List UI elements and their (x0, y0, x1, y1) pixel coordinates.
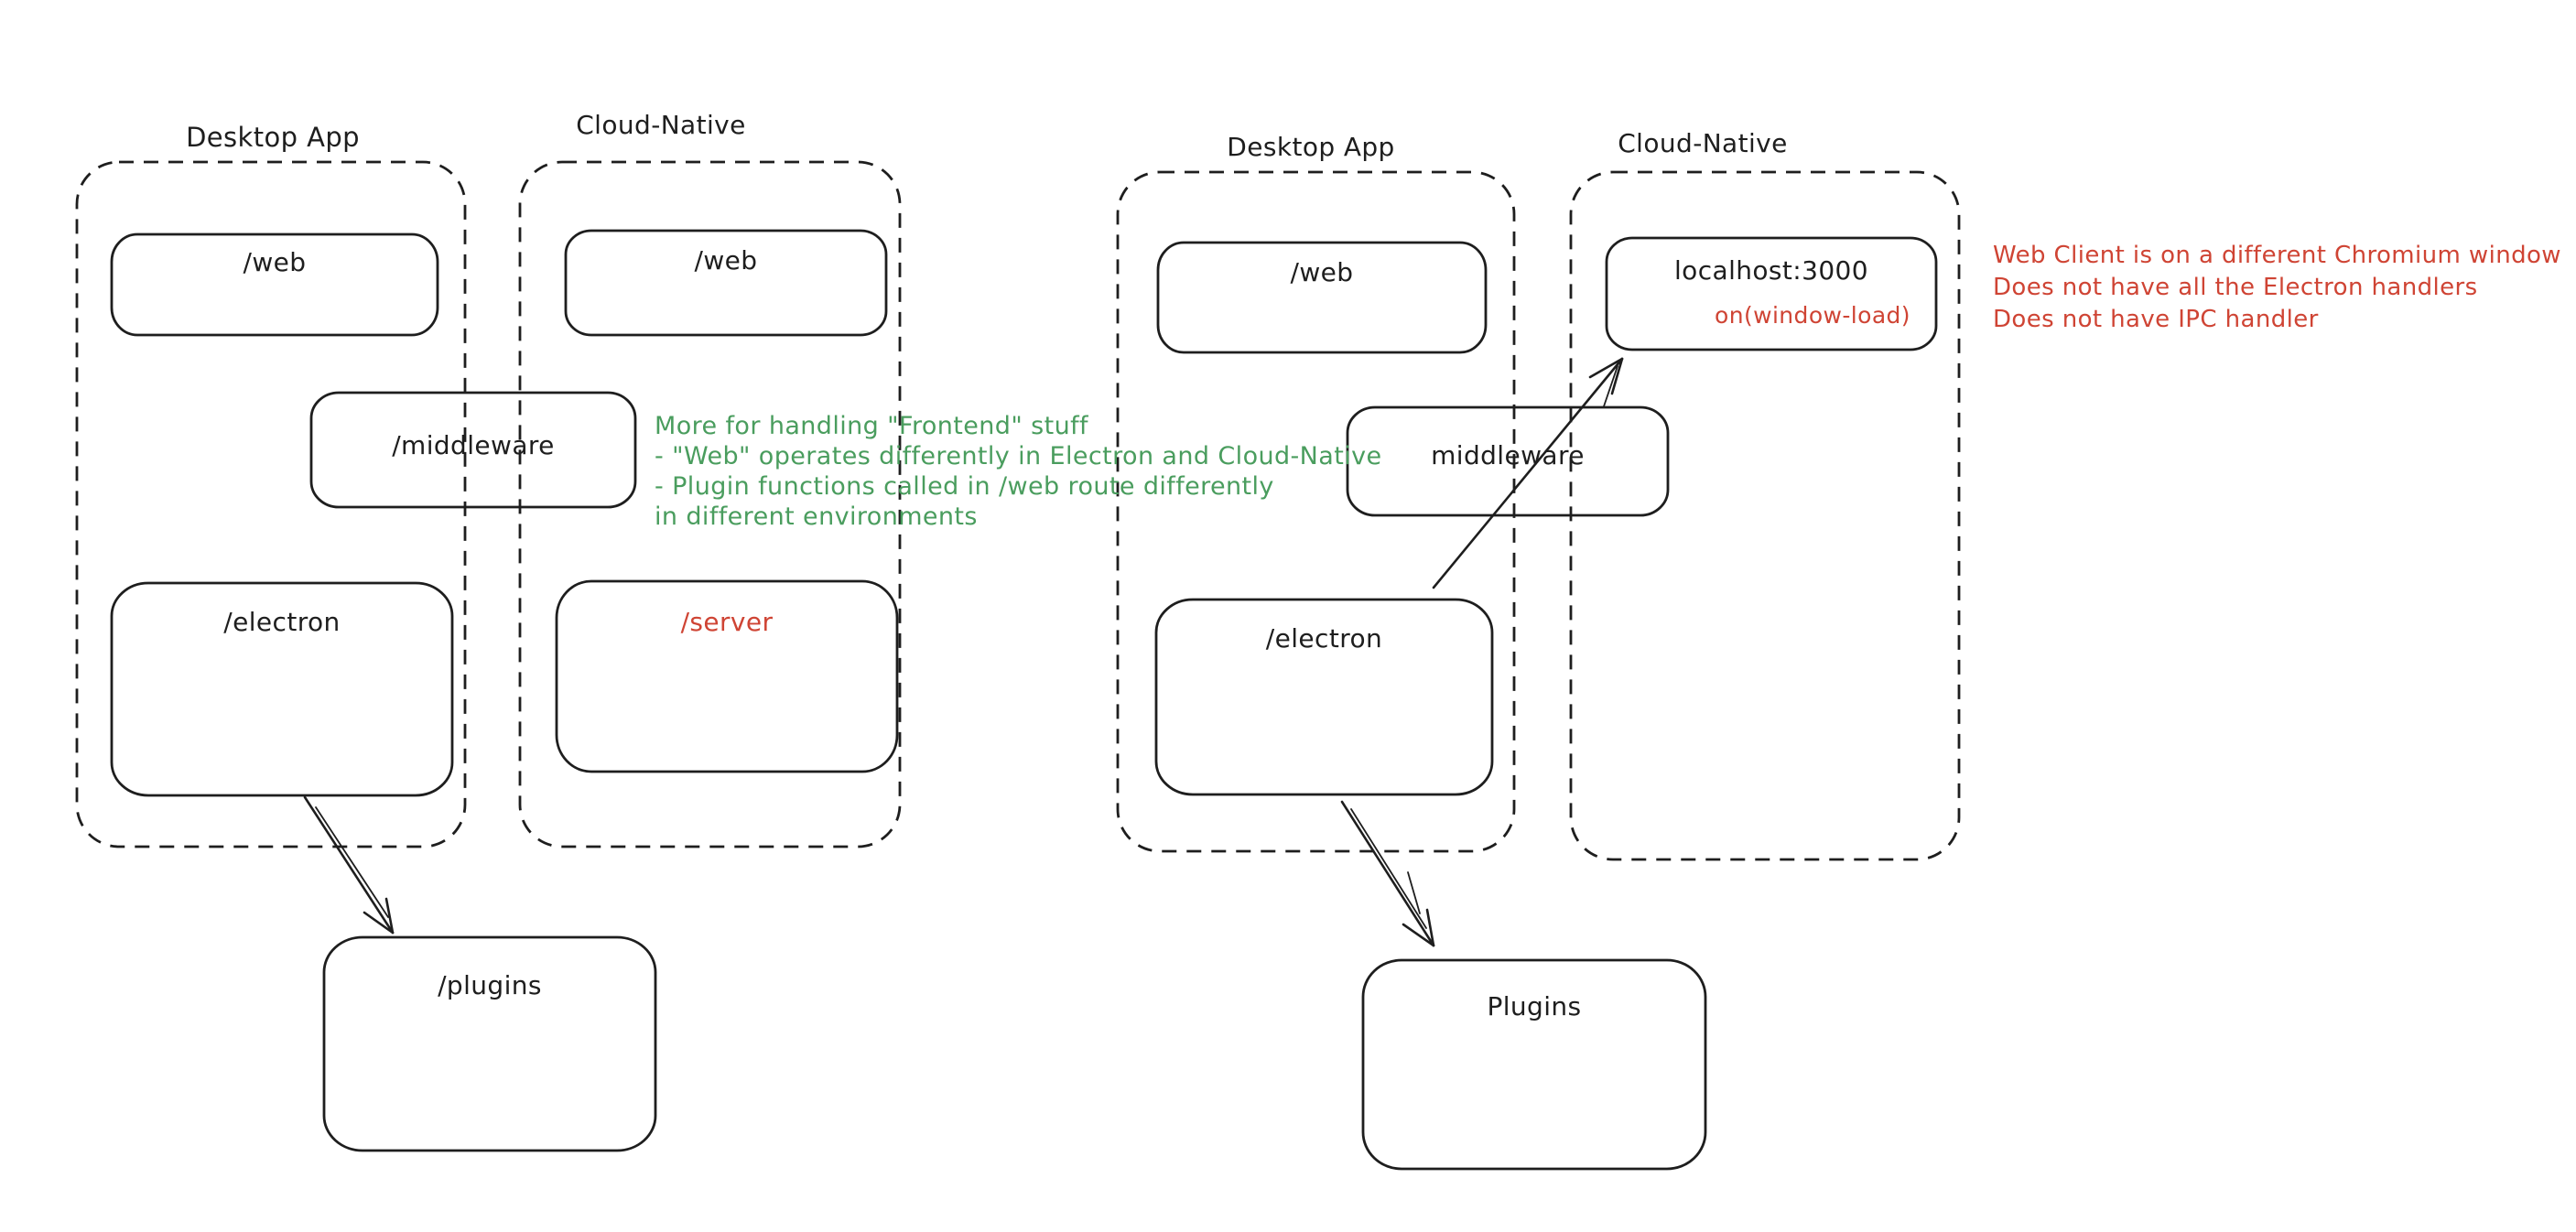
left-web-desktop-box[interactable] (110, 232, 439, 337)
right-cloud-native-label[interactable]: Cloud-Native (1618, 128, 1788, 158)
right-desktop-app-label[interactable]: Desktop App (1227, 132, 1395, 162)
left-middleware-label: /middleware (392, 430, 555, 460)
left-web-desktop-label: /web (243, 247, 307, 277)
red-note-line: Does not have IPC handler (1993, 306, 2319, 333)
left-desktop-app-label[interactable]: Desktop App (186, 122, 360, 153)
left-desktop-app-container[interactable] (75, 160, 467, 848)
green-note-line: More for handling "Frontend" stuff (655, 412, 1088, 440)
red-note-line: Web Client is on a different Chromium wi… (1993, 242, 2561, 269)
left-middleware-box[interactable] (309, 391, 637, 509)
right-plugins-box[interactable] (1361, 958, 1707, 1171)
red-note[interactable]: Web Client is on a different Chromium wi… (1993, 240, 2561, 336)
arrow-electron-to-plugins-right[interactable] (1340, 800, 1435, 947)
right-on-window-load-label: on(window-load) (1715, 302, 1910, 329)
left-cloud-native-label[interactable]: Cloud-Native (576, 110, 746, 140)
left-server-box[interactable] (555, 579, 899, 773)
right-middleware-label: middleware (1431, 440, 1585, 470)
left-electron-box[interactable] (110, 581, 454, 797)
left-cloud-native-container[interactable] (518, 160, 902, 848)
right-electron-label: /electron (1265, 623, 1383, 654)
green-note-line: - Plugin functions called in /web route … (655, 472, 1274, 501)
left-web-cloud-box[interactable] (564, 229, 888, 337)
left-server-label: /server (680, 607, 774, 637)
green-note-line: - "Web" operates differently in Electron… (655, 442, 1382, 470)
right-localhost-label: localhost:3000 (1674, 255, 1868, 286)
right-plugins-label: Plugins (1487, 991, 1582, 1021)
left-web-cloud-label: /web (694, 245, 758, 276)
right-middleware-box[interactable] (1346, 405, 1670, 517)
right-web-desktop-box[interactable] (1156, 241, 1488, 354)
green-note[interactable]: More for handling "Frontend" stuff - "We… (655, 411, 1382, 532)
arrow-electron-to-plugins-left[interactable] (303, 795, 395, 935)
red-note-line: Does not have all the Electron handlers (1993, 274, 2478, 301)
right-electron-box[interactable] (1154, 598, 1494, 796)
right-localhost-box[interactable] (1605, 236, 1938, 351)
green-note-line: in different environments (655, 503, 978, 531)
left-plugins-label: /plugins (438, 970, 542, 1000)
right-desktop-app-container[interactable] (1116, 170, 1516, 853)
left-plugins-box[interactable] (322, 935, 657, 1152)
left-electron-label: /electron (223, 607, 341, 637)
arrow-electron-to-localhost[interactable] (1432, 357, 1624, 589)
right-web-desktop-label: /web (1290, 257, 1354, 287)
